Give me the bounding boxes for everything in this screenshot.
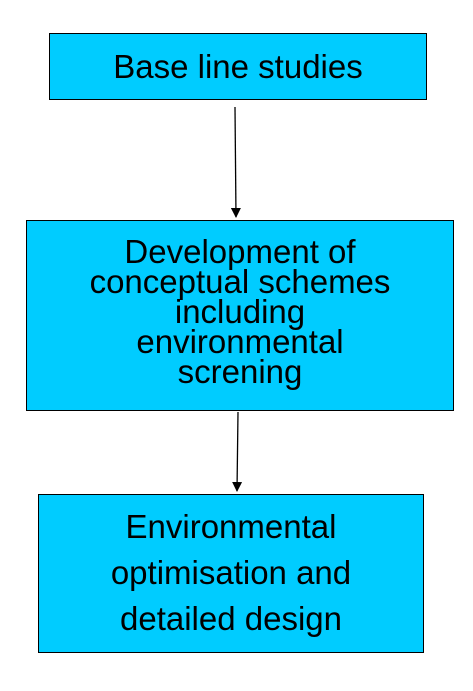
flowchart-node-conceptual-schemes: Development of conceptual schemes includ… [26, 220, 454, 411]
arrow-baseline-to-conceptual [230, 106, 241, 218]
arrow-conceptual-to-optimisation [232, 411, 243, 492]
flowchart-node-environmental-optimisation: Environmental optimisation and detailed … [38, 494, 424, 653]
flowchart-node-base-line-studies: Base line studies [49, 33, 427, 100]
